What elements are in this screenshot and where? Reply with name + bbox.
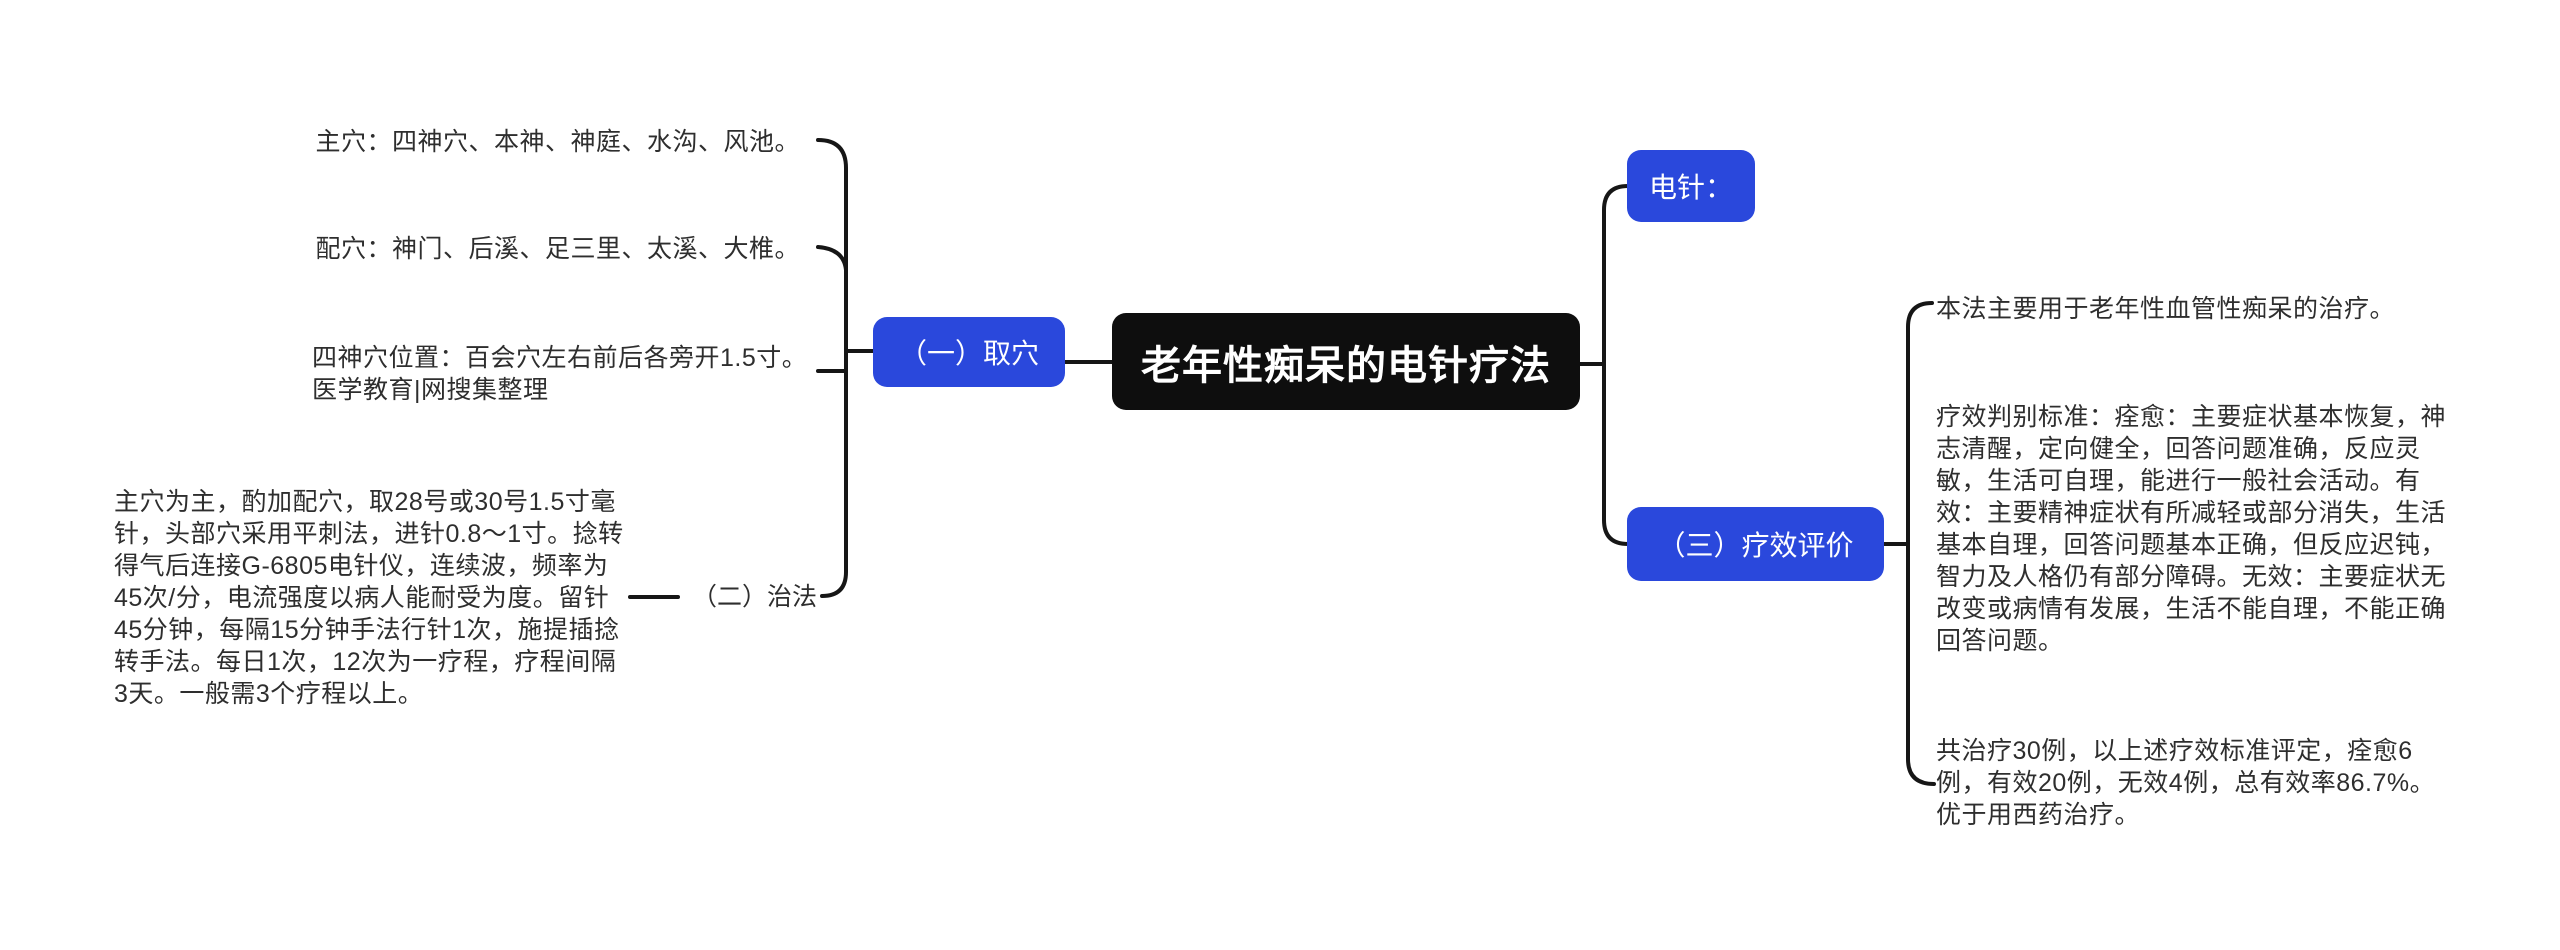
leaf-indication: 本法主要用于老年性血管性痴呆的治疗。 bbox=[1936, 295, 2396, 323]
left-bracket-connector bbox=[816, 138, 848, 598]
peixue-stub-connector bbox=[816, 245, 848, 272]
node-dianzhen-label: 电针： bbox=[1648, 172, 1733, 203]
leaf-treatment-method: 主穴为主，酌加配穴，取28号或30号1.5寸毫针，头部穴采用平刺法，进针0.8～… bbox=[114, 488, 624, 708]
node-pingjia-label: （三）疗效评价 bbox=[1657, 530, 1854, 561]
leaf-efficacy-criteria: 疗效判别标准：痊愈：主要症状基本恢复，神志清醒，定向健全，回答问题准确，反应灵敏… bbox=[1936, 403, 2447, 655]
leaf-supplementary-points: 配穴：神门、后溪、足三里、太溪、大椎。 bbox=[315, 235, 800, 263]
node-dianzhen[interactable]: 电针： bbox=[1627, 150, 1755, 222]
node-zhifa-label[interactable]: （二）治法 bbox=[692, 583, 818, 611]
node-quxue[interactable]: （一）取穴 bbox=[873, 317, 1065, 387]
leaf-treatment-results: 共治疗30例，以上述疗效标准评定，痊愈6例，有效20例，无效4例，总有效率86.… bbox=[1936, 737, 2436, 829]
leaf-sishen-location: 四神穴位置：百会穴左右前后各旁开1.5寸。医学教育|网搜集整理 bbox=[312, 344, 808, 404]
node-pingjia[interactable]: （三）疗效评价 bbox=[1627, 507, 1884, 581]
pingjia-bracket-connector bbox=[1906, 301, 1936, 786]
node-center-title[interactable]: 老年性痴呆的电针疗法 bbox=[1112, 313, 1580, 410]
leaf-main-points: 主穴：四神穴、本神、神庭、水沟、风池。 bbox=[315, 128, 800, 156]
node-quxue-label: （一）取穴 bbox=[898, 338, 1039, 369]
right-spine-connector bbox=[1602, 184, 1630, 546]
center-title-label: 老年性痴呆的电针疗法 bbox=[1141, 343, 1551, 388]
